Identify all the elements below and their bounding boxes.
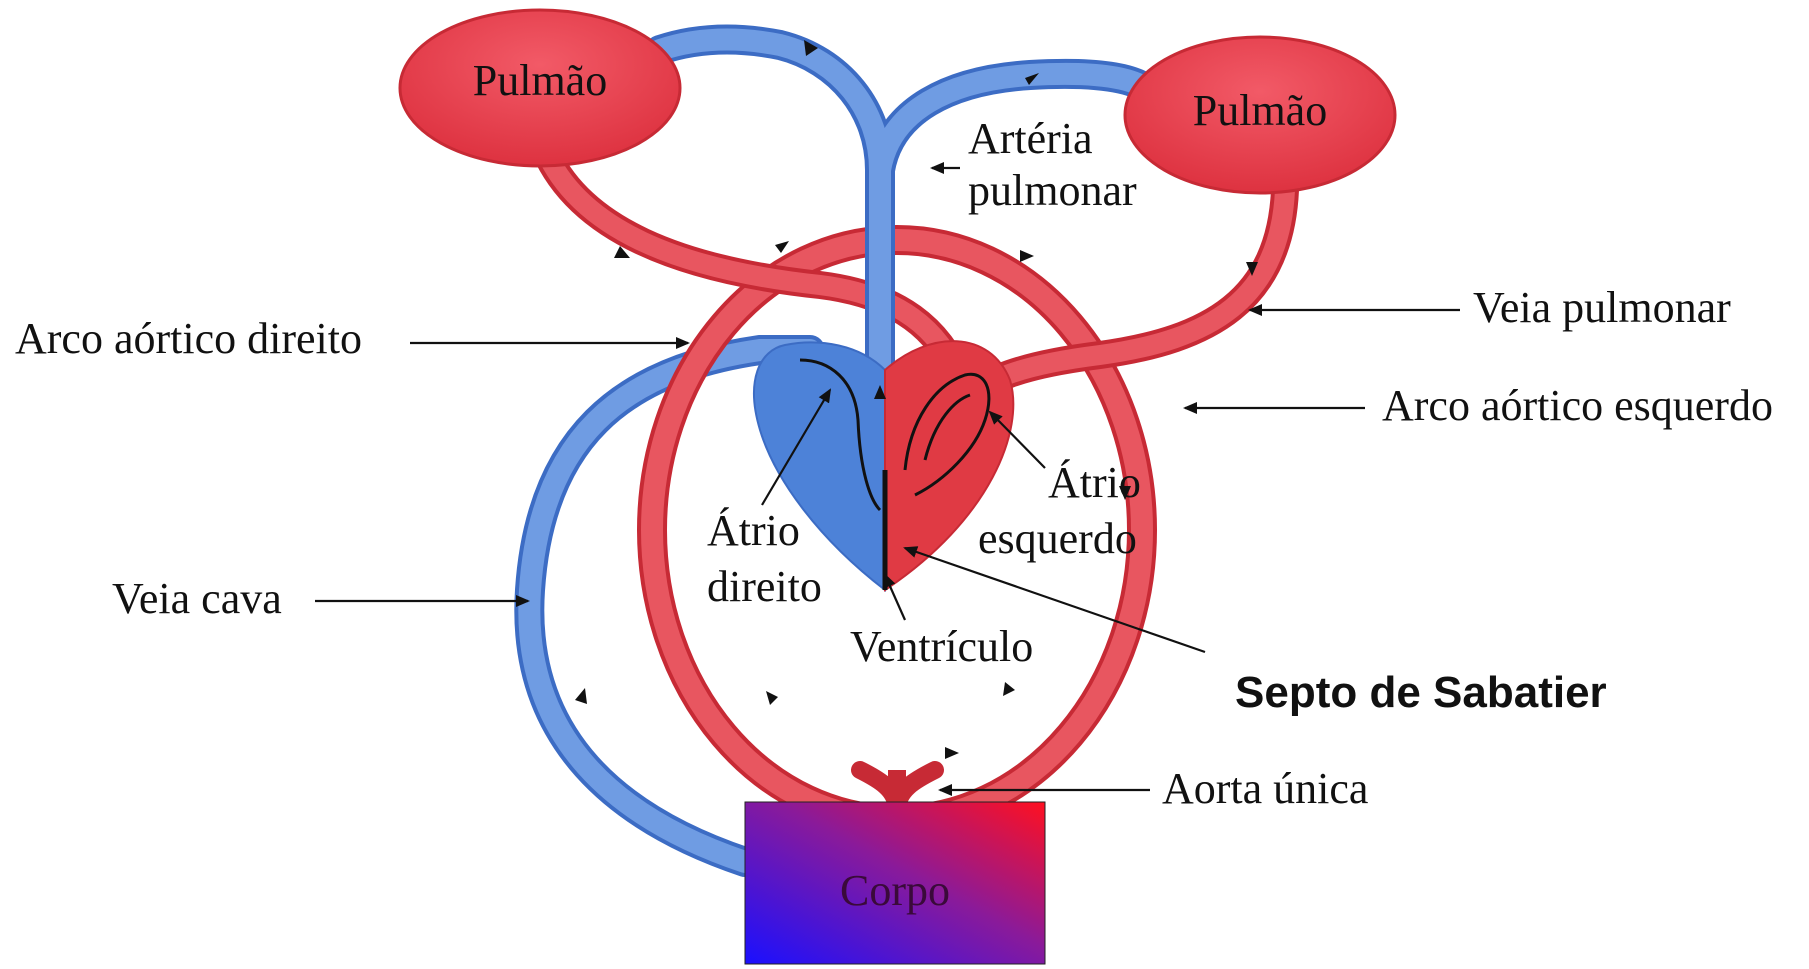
flow-arrow-icon	[575, 40, 1258, 759]
aorta-unica-label: Aorta única	[1162, 764, 1368, 813]
atrio-esquerdo-label-line1: Átrio	[1048, 458, 1141, 507]
arteria-pulmonar-label-line2: pulmonar	[968, 166, 1137, 215]
arco-aortico-direito-label: Arco aórtico direito	[15, 314, 362, 363]
lung-left-label: Pulmão	[473, 56, 607, 105]
pointer-arrow-icon	[315, 162, 1460, 796]
lung-right	[1123, 35, 1397, 195]
arco-aortico-esquerdo-label: Arco aórtico esquerdo	[1382, 381, 1773, 430]
atrio-esquerdo-chamber	[884, 340, 1015, 592]
veia-cava-label: Veia cava	[112, 574, 282, 623]
veia-pulmonar-label: Veia pulmonar	[1473, 283, 1731, 332]
atrio-direito-chamber	[753, 341, 886, 593]
lung-left	[398, 8, 682, 168]
ventriculo-label: Ventrículo	[850, 622, 1033, 671]
atrio-direito-label-line1: Átrio	[707, 506, 800, 555]
atrio-esquerdo-label-line2: esquerdo	[978, 514, 1137, 563]
corpo-label: Corpo	[840, 866, 950, 915]
heart	[753, 340, 1015, 593]
lung-right-label: Pulmão	[1193, 86, 1327, 135]
atrio-direito-label-line2: direito	[707, 562, 822, 611]
septo-label: Septo de Sabatier	[1235, 668, 1607, 717]
arteria-pulmonar-label-line1: Artéria	[968, 114, 1093, 163]
corpo-box	[744, 801, 1046, 965]
